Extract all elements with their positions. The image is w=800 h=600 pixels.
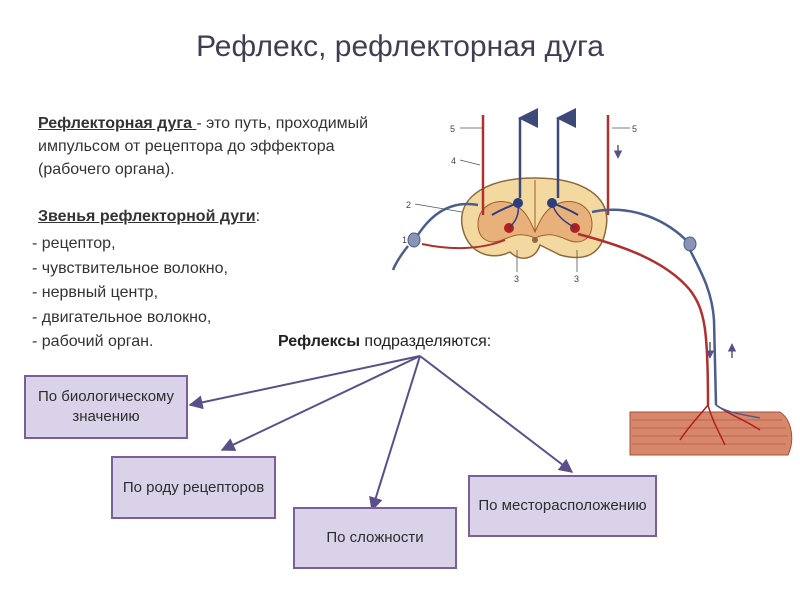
- muscle-effector: [629, 404, 793, 456]
- descending-tracts: [481, 115, 623, 215]
- subdivision-rest: подразделяются:: [359, 333, 492, 350]
- spinal-cord-section: [461, 177, 608, 259]
- category-box-biological: По биологическому значению: [24, 375, 188, 439]
- slide-title: Рефлекс, рефлекторная дуга: [196, 30, 604, 63]
- category-box-complexity: По сложности: [293, 507, 457, 569]
- links-heading-colon: :: [255, 208, 261, 225]
- figure-label-2: 2: [406, 200, 411, 210]
- ascending-tracts: [518, 108, 576, 198]
- definition-text: Рефлекторная дуга - это путь, проходимый…: [38, 112, 383, 181]
- definition-term: Рефлекторная дуга: [38, 115, 197, 132]
- figure-label-5-right: 5: [632, 124, 637, 134]
- figure-label-3-right: 3: [574, 274, 579, 284]
- link-item-receptor: рецептор,: [32, 232, 228, 257]
- link-item-effector: рабочий орган.: [32, 330, 228, 355]
- definition-body: - это путь, проходимый импульсом от реце…: [38, 115, 369, 178]
- links-heading: Звенья рефлекторной дуги:: [38, 208, 260, 226]
- figure-labels: 5 4 2 1 3 3 5: [402, 124, 637, 284]
- link-item-sensory-fiber: чувствительное волокно,: [32, 257, 228, 282]
- category-box-receptor-type: По роду рецепторов: [111, 456, 276, 519]
- subdivision-bold: Рефлексы: [278, 333, 360, 350]
- right-nerve: [577, 208, 737, 406]
- link-item-motor-fiber: двигательное волокно,: [32, 306, 228, 331]
- figure-label-4: 4: [451, 156, 456, 166]
- classification-arrows: [188, 355, 574, 512]
- left-nerve: [391, 202, 506, 271]
- figure-label-3-left: 3: [514, 274, 519, 284]
- link-item-nerve-center: нервный центр,: [32, 281, 228, 306]
- figure-label-1: 1: [402, 235, 407, 245]
- subdivision-heading: Рефлексы подразделяются:: [278, 333, 491, 351]
- links-heading-label: Звенья рефлекторной дуги: [38, 208, 256, 225]
- links-list: рецептор, чувствительное волокно, нервны…: [32, 232, 228, 355]
- figure-label-5-left: 5: [450, 124, 455, 134]
- category-box-location: По месторасположению: [468, 475, 657, 537]
